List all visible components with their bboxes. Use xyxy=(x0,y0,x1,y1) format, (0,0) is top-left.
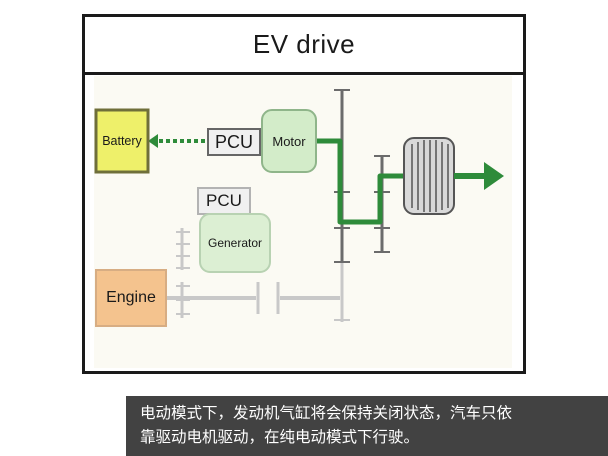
engine-label: Engine xyxy=(106,289,156,306)
inactive-shafts xyxy=(166,228,350,322)
wheel xyxy=(403,137,455,215)
battery-label: Battery xyxy=(102,134,142,148)
diagram-title: EV drive xyxy=(85,17,523,75)
caption-overlay: 电动模式下，发动机气缸将会保持关闭状态，汽车只依 靠驱动电机驱动，在纯电动模式下… xyxy=(126,396,608,456)
motor-to-wheel-flow xyxy=(316,138,404,225)
motor-box-shape xyxy=(261,109,317,173)
pcu-motor-label: PCU xyxy=(214,131,253,152)
drive-direction-arrow xyxy=(484,162,504,190)
pcu-generator-box-shape xyxy=(197,187,251,215)
engine-box-shape xyxy=(95,269,167,327)
generator-label: Generator xyxy=(207,236,263,250)
motor-label: Motor xyxy=(272,133,306,149)
caption-line-1: 电动模式下，发动机气缸将会保持关闭状态，汽车只依 xyxy=(140,404,513,422)
power-flow-path xyxy=(152,138,404,225)
generator-box-shape xyxy=(199,213,271,273)
caption-line-2: 靠驱动电机驱动，在纯电动模式下行驶。 xyxy=(140,428,420,446)
pcu-generator-label: PCU xyxy=(206,191,242,210)
battery-box-shape xyxy=(94,108,150,174)
flow-arrow-to-battery xyxy=(148,134,158,148)
pcu-motor-box-shape xyxy=(207,128,261,156)
